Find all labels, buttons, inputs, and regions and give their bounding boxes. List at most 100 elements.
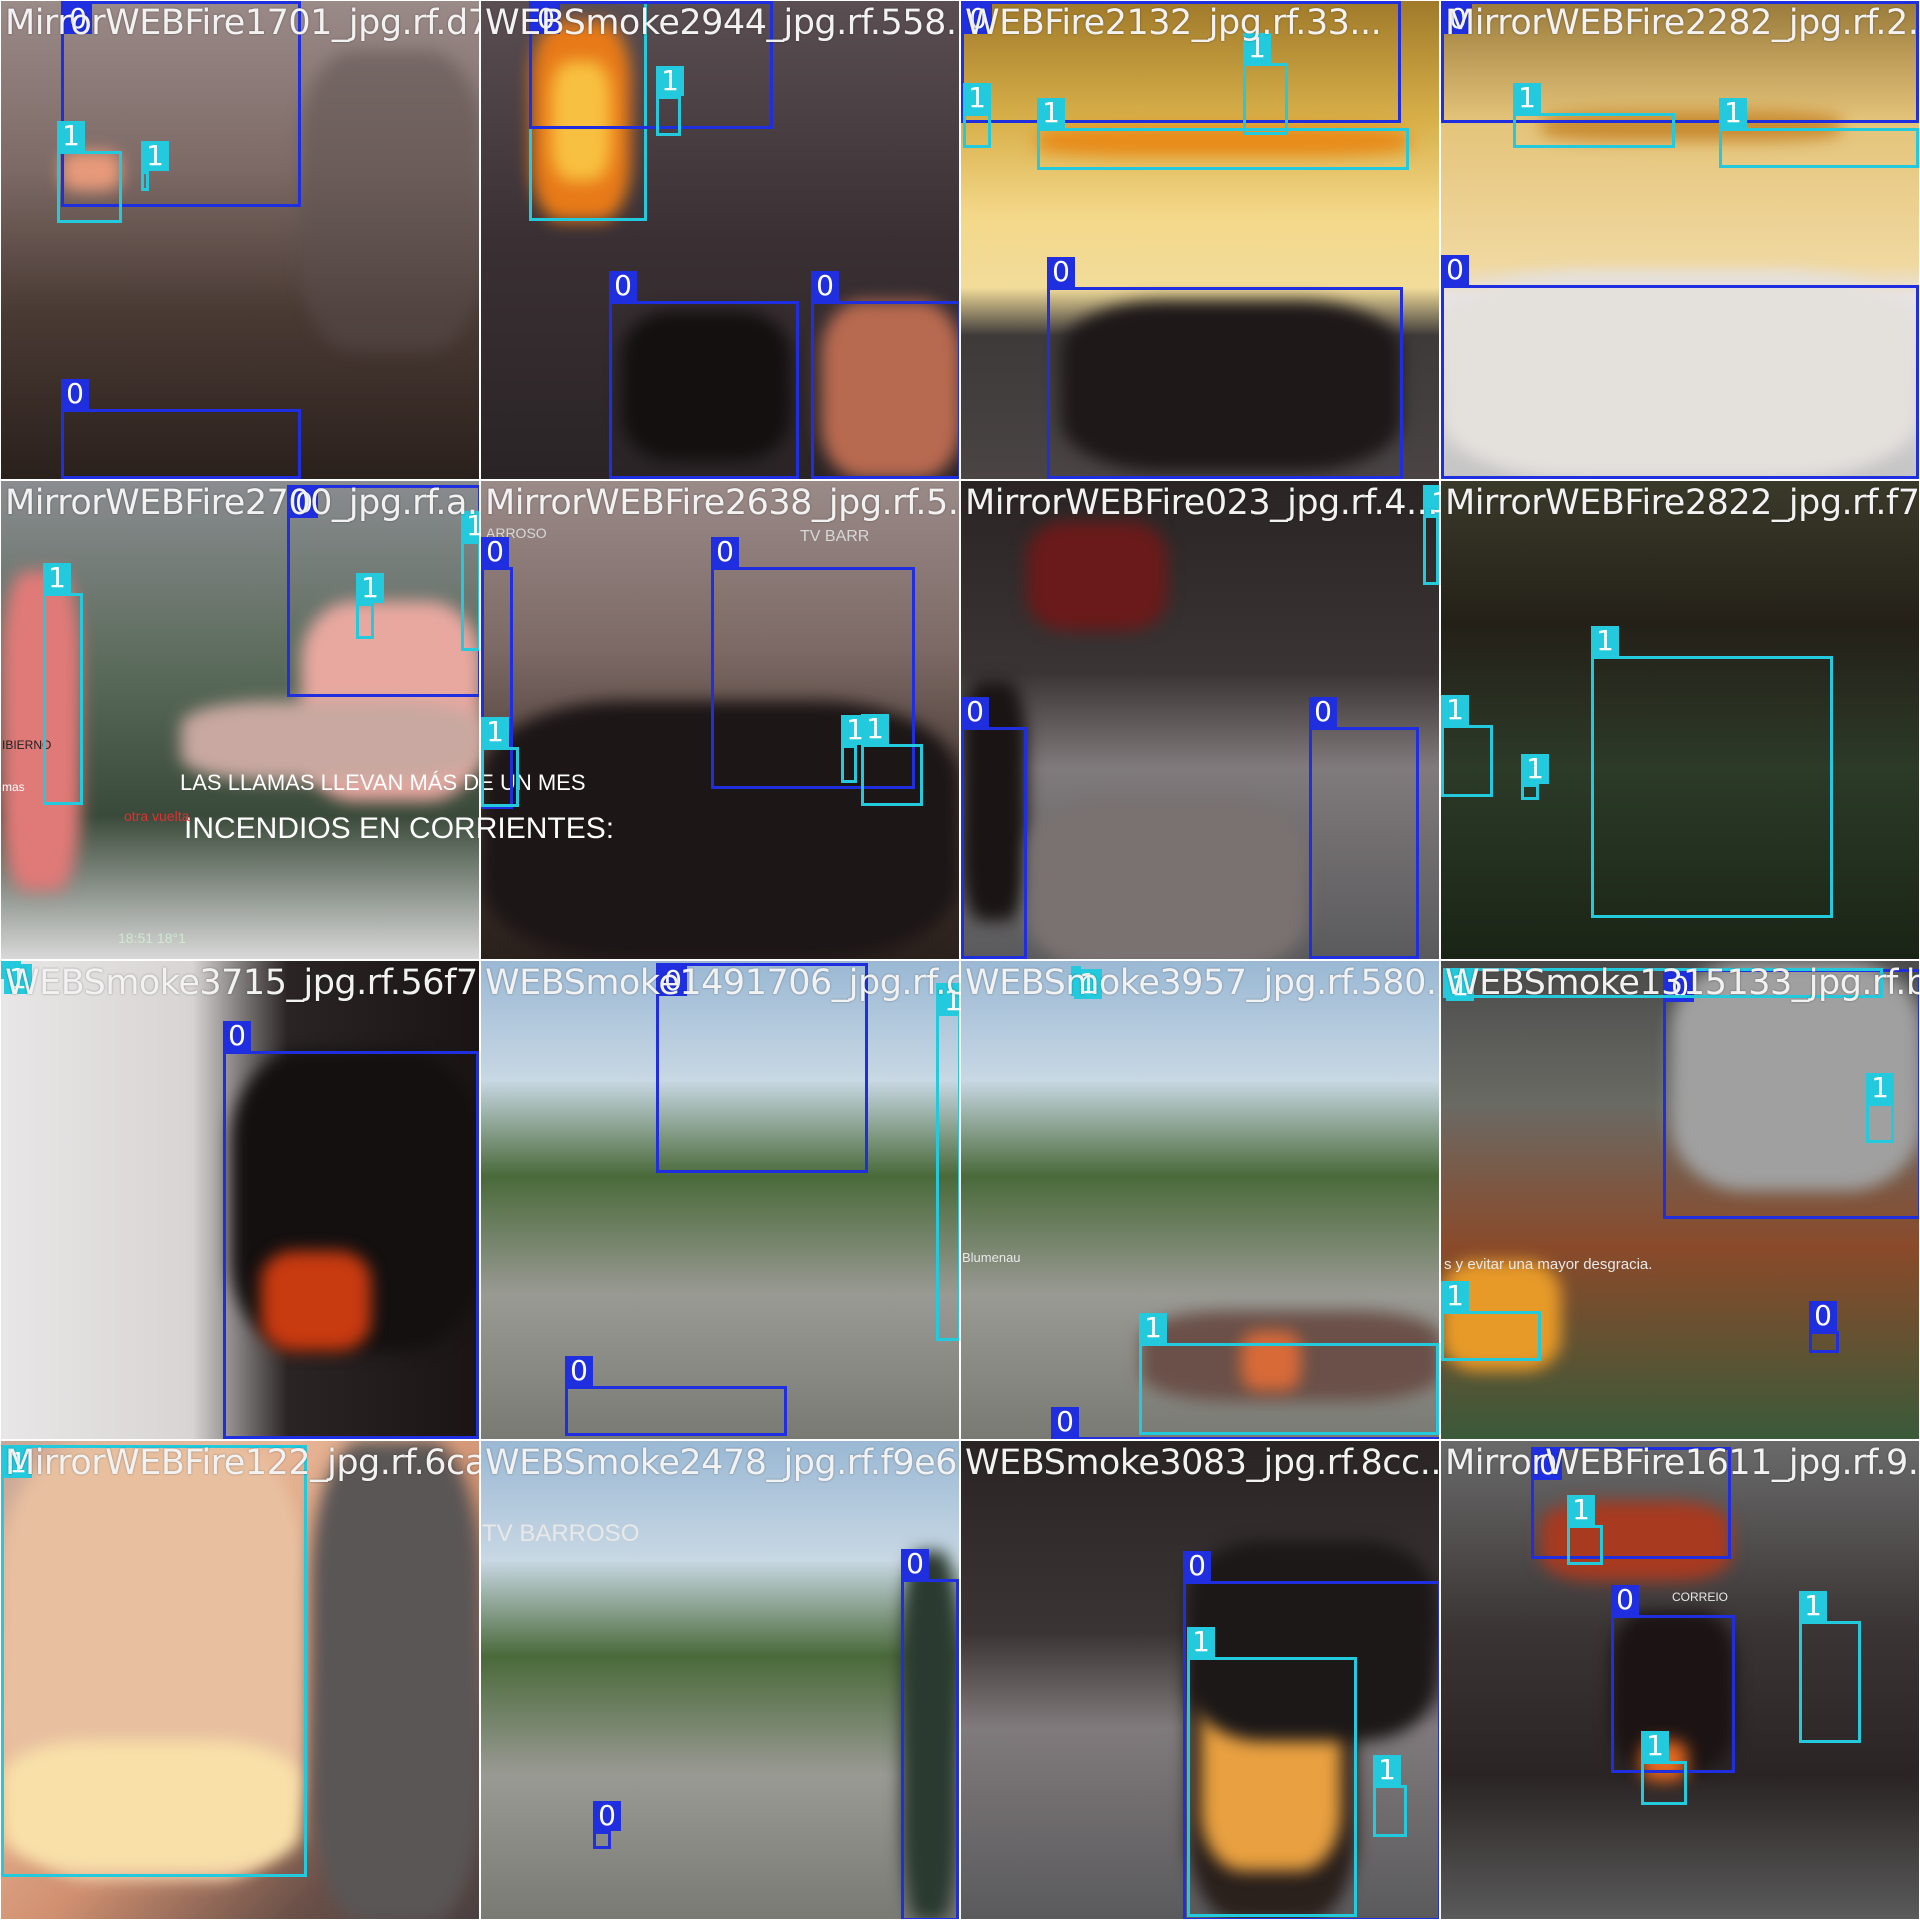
image-caption: IBIERNO [2,738,52,752]
class-label: 0 [1051,1407,1079,1437]
fire-detection-box: 1 [1866,1073,1894,1143]
image-region [61,151,121,191]
image-caption: TV BARR [800,528,870,545]
smoke-detection-box: 0 [711,537,915,789]
class-label: 1 [1446,971,1474,1001]
class-label: 0 [964,4,992,34]
tile-filename: WEBFire2132_jpg.rf.33... [965,3,1382,43]
image-region [301,51,479,351]
image-region [261,1251,371,1351]
fire-detection-box: 1 [1441,1281,1541,1361]
smoke-detection-box: 0 [1531,1447,1731,1559]
class-label: 0 [1444,4,1472,34]
image-region [1187,1541,1437,1741]
fire-detection-box: 1 [43,563,83,805]
class-label: 0 [481,537,509,567]
class-label: 0 [64,4,92,34]
fire-detection-box: 1 [1513,83,1675,148]
smoke-detection-box: 0 [1611,1585,1735,1773]
fire-detection-box: 1 [1719,98,1919,168]
class-label: 0 [61,379,89,409]
class-label: 0 [1611,1585,1639,1615]
fire-detection-box: 1 [1567,1495,1603,1565]
smoke-detection-box: 0 [1809,1301,1839,1353]
image-caption: 18:51 18°1 [118,930,186,946]
class-label: 1 [1426,488,1439,518]
smoke-detection-box: 0 [565,1356,787,1436]
fire-detection-box: 1 [141,141,169,191]
tile-filename: WEBSmoke3083_jpg.rf.8cc... [965,1443,1439,1483]
smoke-detection-box: 0 [593,1801,621,1849]
fire-detection-box: 1 [481,717,519,807]
fire-detection-box: 1 [963,83,991,148]
tile-filename: WEBSmoke3715_jpg.rf.56f7... [5,963,479,1003]
image-region [1441,271,1919,479]
class-label: 0 [901,1549,929,1579]
tile-filename: MirrorWEBFire023_jpg.rf.4... [965,483,1438,523]
smoke-detection-box: 0 [223,1021,479,1439]
mosaic-tile: WEBSmoke2944_jpg.rf.558...10100 [481,1,959,479]
class-label: 0 [659,966,687,996]
tile-filename: MirrorWEBFire2822_jpg.rf.f7... [1445,483,1919,523]
mosaic-tile: MirrorWEBFire023_jpg.rf.4...001 [961,481,1439,959]
fire-detection-box: 1 [861,714,923,806]
class-label: 1 [1243,33,1271,63]
image-caption: s y evitar una mayor desgracia. [1444,1256,1653,1273]
image-caption: CORREIO [1672,1590,1729,1604]
fire-detection-box: 1 [461,511,479,651]
tile-filename: WEBSmoke1315133_jpg.rf.b5d... [1445,963,1919,1003]
class-label: 1 [1719,98,1747,128]
fire-detection-box: 1 [1641,1731,1687,1805]
image-region [551,61,611,181]
smoke-detection-box: 0 [656,963,868,1173]
smoke-detection-box: 0 [961,1,1401,123]
class-label: 1 [1513,83,1541,113]
fire-detection-box: 1 [1591,626,1833,918]
class-label: 1 [1799,1591,1827,1621]
class-label: 1 [481,717,509,747]
image-caption: otra vuelta [124,808,190,824]
fire-detection-box: 1 [57,121,122,223]
image-caption: TV BARROSO [482,1520,640,1547]
class-label: 0 [223,1021,251,1051]
mosaic-tile: MirrorWEBFire122_jpg.rf.6ca...1 [1,1441,479,1919]
image-caption: mas [2,780,25,794]
smoke-detection-box: 0 [481,537,513,809]
class-label: 0 [609,271,637,301]
class-label: 0 [1309,697,1337,727]
class-label: 1 [841,715,869,745]
fire-detection-box: 1 [936,983,959,1341]
smoke-detection-box: 0 [1441,1,1919,123]
class-label: 1 [1187,1627,1215,1657]
class-label: 1 [1074,969,1102,999]
mosaic-tile: WEBSmoke3083_jpg.rf.8cc... 0 1 1 [961,1441,1439,1919]
class-label: 1 [1441,1281,1469,1311]
image-region [1027,521,1167,631]
image-caption: Blumenau [962,1250,1021,1265]
fire-detection-box: 1 [1373,1755,1407,1837]
fire-detection-box: 1 [1443,968,1883,1001]
image-region [1061,301,1401,471]
image-region [1037,126,1409,156]
image-region [1,571,81,891]
class-label: 0 [1183,1551,1211,1581]
smoke-detection-box: 0 [529,1,773,129]
image-region [1241,1331,1301,1391]
class-label: 0 [1047,257,1075,287]
image-region [621,311,791,461]
tile-filename: MirrorWEBFire2282_jpg.rf.2... [1445,3,1919,43]
image-caption: LAS LLAMAS LLEVAN MÁS DE UN MES [180,770,586,795]
class-label: 1 [1591,626,1619,656]
image-region [1441,1261,1561,1371]
class-label: 1 [4,964,32,994]
fire-detection-box: 1 [1521,754,1549,800]
tile-filename: MirrorWEBFire1701_jpg.rf.d7d6d3e... [5,3,479,43]
